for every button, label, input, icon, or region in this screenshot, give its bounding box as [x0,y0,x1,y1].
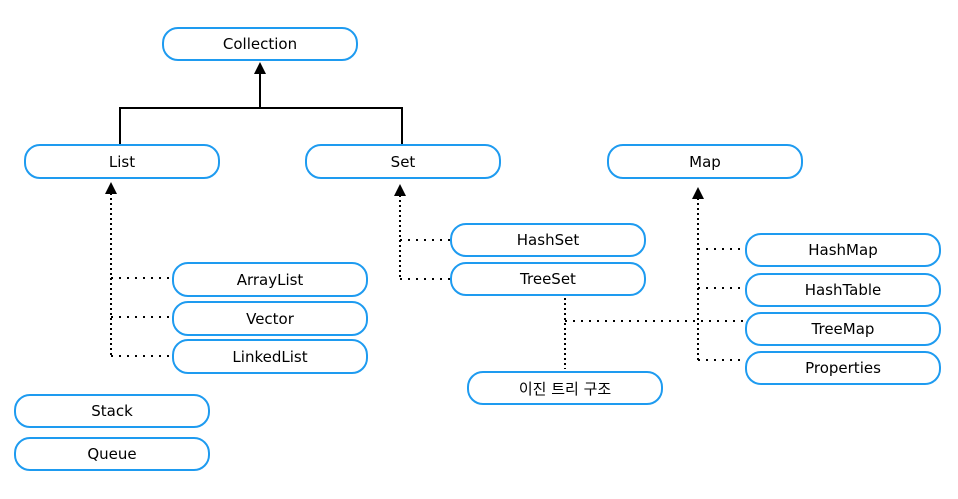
edge-collection-stem [259,73,261,108]
edge-arrowhead-to-map [692,187,704,199]
edge-map-impl-stem [697,198,699,362]
node-stack: Stack [14,394,210,428]
edge-branch-to-set [401,107,403,145]
node-arraylist: ArrayList [172,262,368,297]
node-list: List [24,144,220,179]
edge-arrowhead-to-list [105,182,117,194]
node-queue: Queue [14,437,210,471]
edge-list-impl-stem [110,193,112,357]
node-vector: Vector [172,301,368,336]
edge-binarytree-to-treeset [564,298,566,369]
edge-set-impl-stem [399,195,401,279]
edge-branch-to-list [119,107,121,145]
node-hashmap: HashMap [745,233,941,267]
edge-arrowhead-to-collection [254,62,266,74]
edge-hashtable-to-map [698,287,745,289]
node-binary-tree-note: 이진 트리 구조 [467,371,663,405]
node-properties: Properties [745,351,941,385]
node-treeset: TreeSet [450,262,646,296]
node-linkedlist: LinkedList [172,339,368,374]
node-collection: Collection [162,27,358,61]
edge-binarytree-to-treemap [565,320,745,322]
edge-arrowhead-to-set [394,184,406,196]
node-treemap: TreeMap [745,312,941,346]
node-set: Set [305,144,501,179]
edge-vector-to-list [111,316,172,318]
edge-properties-to-map [698,359,745,361]
node-hashset: HashSet [450,223,646,257]
edge-hashset-to-set [400,239,450,241]
edge-arraylist-to-list [111,277,172,279]
edge-treeset-to-set [400,278,450,280]
node-hashtable: HashTable [745,273,941,307]
edge-linkedlist-to-list [111,355,172,357]
edge-hashmap-to-map [698,248,745,250]
node-map: Map [607,144,803,179]
edge-collection-branch-bar [119,107,403,109]
